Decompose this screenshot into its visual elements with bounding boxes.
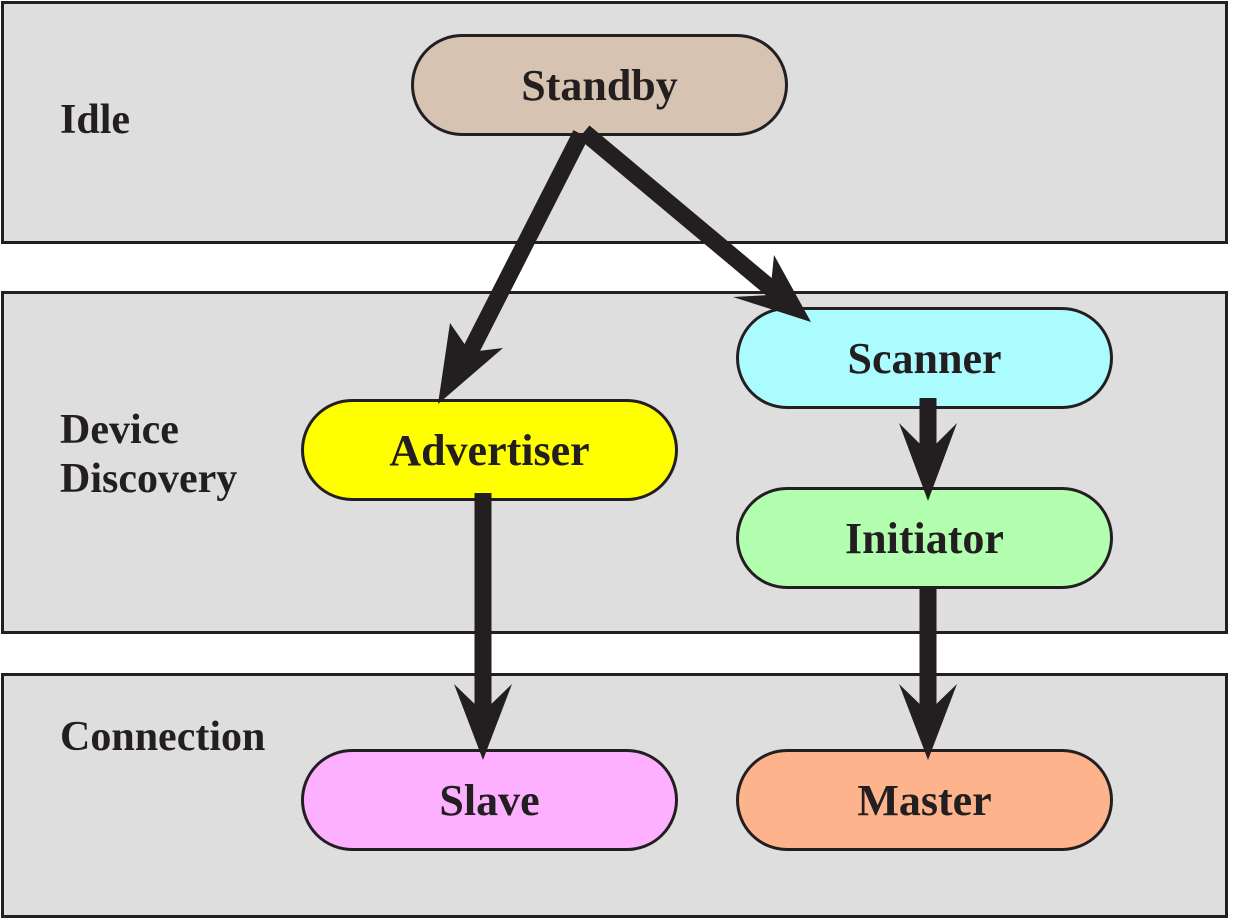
arrowhead-advertiser xyxy=(438,323,503,404)
state-initiator: Initiator xyxy=(736,487,1113,589)
arrowhead-slave xyxy=(454,684,512,760)
stage-label-device-discovery-line2: Discovery xyxy=(60,456,238,502)
arrowhead-master xyxy=(899,684,957,760)
stage-label-idle: Idle xyxy=(60,97,131,143)
arrowhead-initiator xyxy=(899,423,957,501)
state-scanner: Scanner xyxy=(736,307,1113,409)
state-slave: Slave xyxy=(301,749,678,851)
arrow-standby-to-advertiser xyxy=(462,130,589,356)
stage-label-device-discovery-line1: Device xyxy=(60,407,179,453)
state-advertiser: Advertiser xyxy=(301,399,678,501)
arrow-standby-to-scanner xyxy=(578,125,786,303)
stage-label-connection: Connection xyxy=(60,714,266,760)
stage-label-device-discovery: Device Discovery xyxy=(60,406,237,504)
arrowhead-scanner xyxy=(733,255,811,322)
